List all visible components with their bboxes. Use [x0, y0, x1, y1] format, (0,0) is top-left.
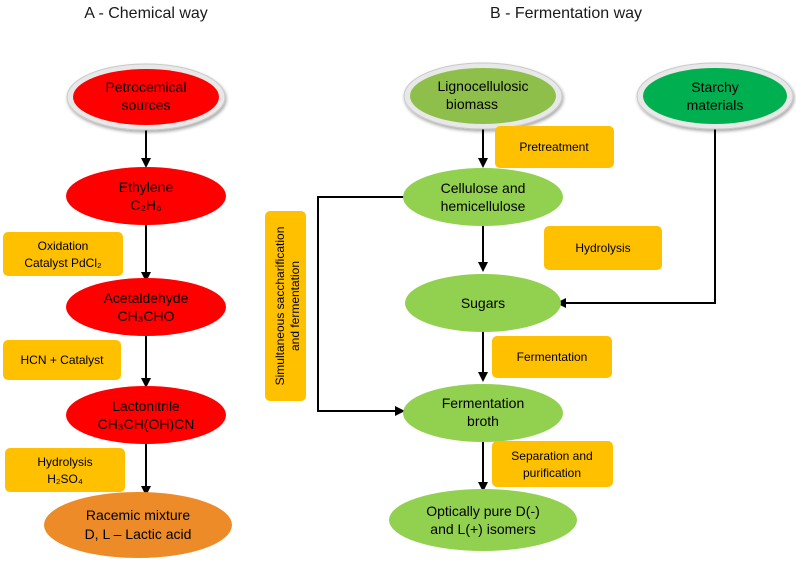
starchy-line1: Starchy: [691, 79, 738, 95]
starchy-line2: materials: [687, 97, 744, 113]
acetaldehyde-line1: Acetaldehyde: [104, 290, 189, 306]
ssf-line2: and fermentation: [288, 261, 302, 351]
fermentation-way-title: B - Fermentation way: [490, 5, 642, 22]
node-ethylene: Ethylene C₂H₆: [66, 167, 226, 225]
chemical-way-title: A - Chemical way: [84, 5, 208, 22]
broth-line2: broth: [467, 413, 499, 429]
racemic-line2: D, L – Lactic acid: [85, 526, 192, 542]
pretreatment-label: Pretreatment: [519, 140, 589, 154]
cellulose-line2: hemicellulose: [441, 198, 526, 214]
racemic-line1: Racemic mixture: [86, 507, 190, 523]
ethylene-line1: Ethylene: [119, 179, 174, 195]
step-ferm-hydrolysis: Hydrolysis: [544, 226, 662, 270]
oxidation-line2: Catalyst PdCl₂: [24, 256, 102, 270]
node-sugars: Sugars: [405, 274, 561, 332]
ligno-line1: Lignocellulosic: [437, 78, 528, 94]
ethylene-line2: C₂H₆: [130, 197, 161, 213]
step-fermentation: Fermentation: [492, 336, 612, 378]
node-petrochemical-sources: Petrocemical sources: [66, 63, 226, 131]
arrow-ssf-bypass: [317, 196, 405, 416]
node-lactonitrile: Lactonitrile CH₃CH(OH)CN: [66, 386, 226, 444]
pure-line1: Optically pure D(-): [426, 503, 540, 519]
ferm-hydrolysis-label: Hydrolysis: [575, 241, 630, 255]
node-fermentation-broth: Fermentation broth: [403, 384, 563, 442]
ferm-arrows: [317, 127, 716, 492]
chem-hydrolysis-line2: H₂SO₄: [47, 472, 83, 486]
lactonitrile-line1: Lactonitrile: [112, 398, 180, 414]
node-starchy-fill: [643, 68, 787, 124]
oxidation-line1: Oxidation: [38, 239, 89, 253]
step-separation-purification: Separation and purification: [492, 441, 613, 487]
petro-line1: Petrocemical: [106, 79, 187, 95]
fermentation-step-label: Fermentation: [517, 350, 588, 364]
node-lignocellulosic-biomass: Lignocellulosic biomass: [403, 62, 563, 130]
step-oxidation: Oxidation Catalyst PdCl₂: [3, 232, 123, 276]
node-ligno-fill: [410, 68, 556, 124]
step-hydrolysis-h2so4: Hydrolysis H₂SO₄: [5, 448, 125, 492]
step-pretreatment: Pretreatment: [495, 126, 614, 168]
node-racemic-mixture: Racemic mixture D, L – Lactic acid: [44, 492, 232, 558]
step-hcn-catalyst: HCN + Catalyst: [3, 340, 121, 380]
arrow-starchy-sugars: [556, 128, 716, 308]
petro-line2: sources: [121, 97, 170, 113]
node-starchy-materials: Starchy materials: [636, 62, 794, 130]
separation-line2: purification: [523, 466, 581, 480]
node-acetaldehyde: Acetaldehyde CH₃CHO: [66, 278, 226, 336]
node-optically-pure-isomers: Optically pure D(-) and L(+) isomers: [389, 489, 577, 551]
broth-line1: Fermentation: [442, 395, 524, 411]
step-ssf: Simultaneous saccharification and fermen…: [265, 211, 306, 401]
sugars-label: Sugars: [461, 295, 505, 311]
pure-line2: and L(+) isomers: [430, 521, 535, 537]
separation-line1: Separation and: [511, 449, 592, 463]
cellulose-line1: Cellulose and: [441, 180, 526, 196]
chem-hydrolysis-line1: Hydrolysis: [37, 455, 92, 469]
node-petrochemical-fill: [73, 69, 219, 125]
ligno-line2: biomass: [446, 96, 498, 112]
node-cellulose-hemicellulose: Cellulose and hemicellulose: [403, 168, 563, 226]
hcn-line1: HCN + Catalyst: [20, 353, 104, 367]
acetaldehyde-line2: CH₃CHO: [117, 308, 174, 324]
ssf-line1: Simultaneous saccharification: [273, 227, 287, 386]
lactonitrile-line2: CH₃CH(OH)CN: [98, 416, 195, 432]
